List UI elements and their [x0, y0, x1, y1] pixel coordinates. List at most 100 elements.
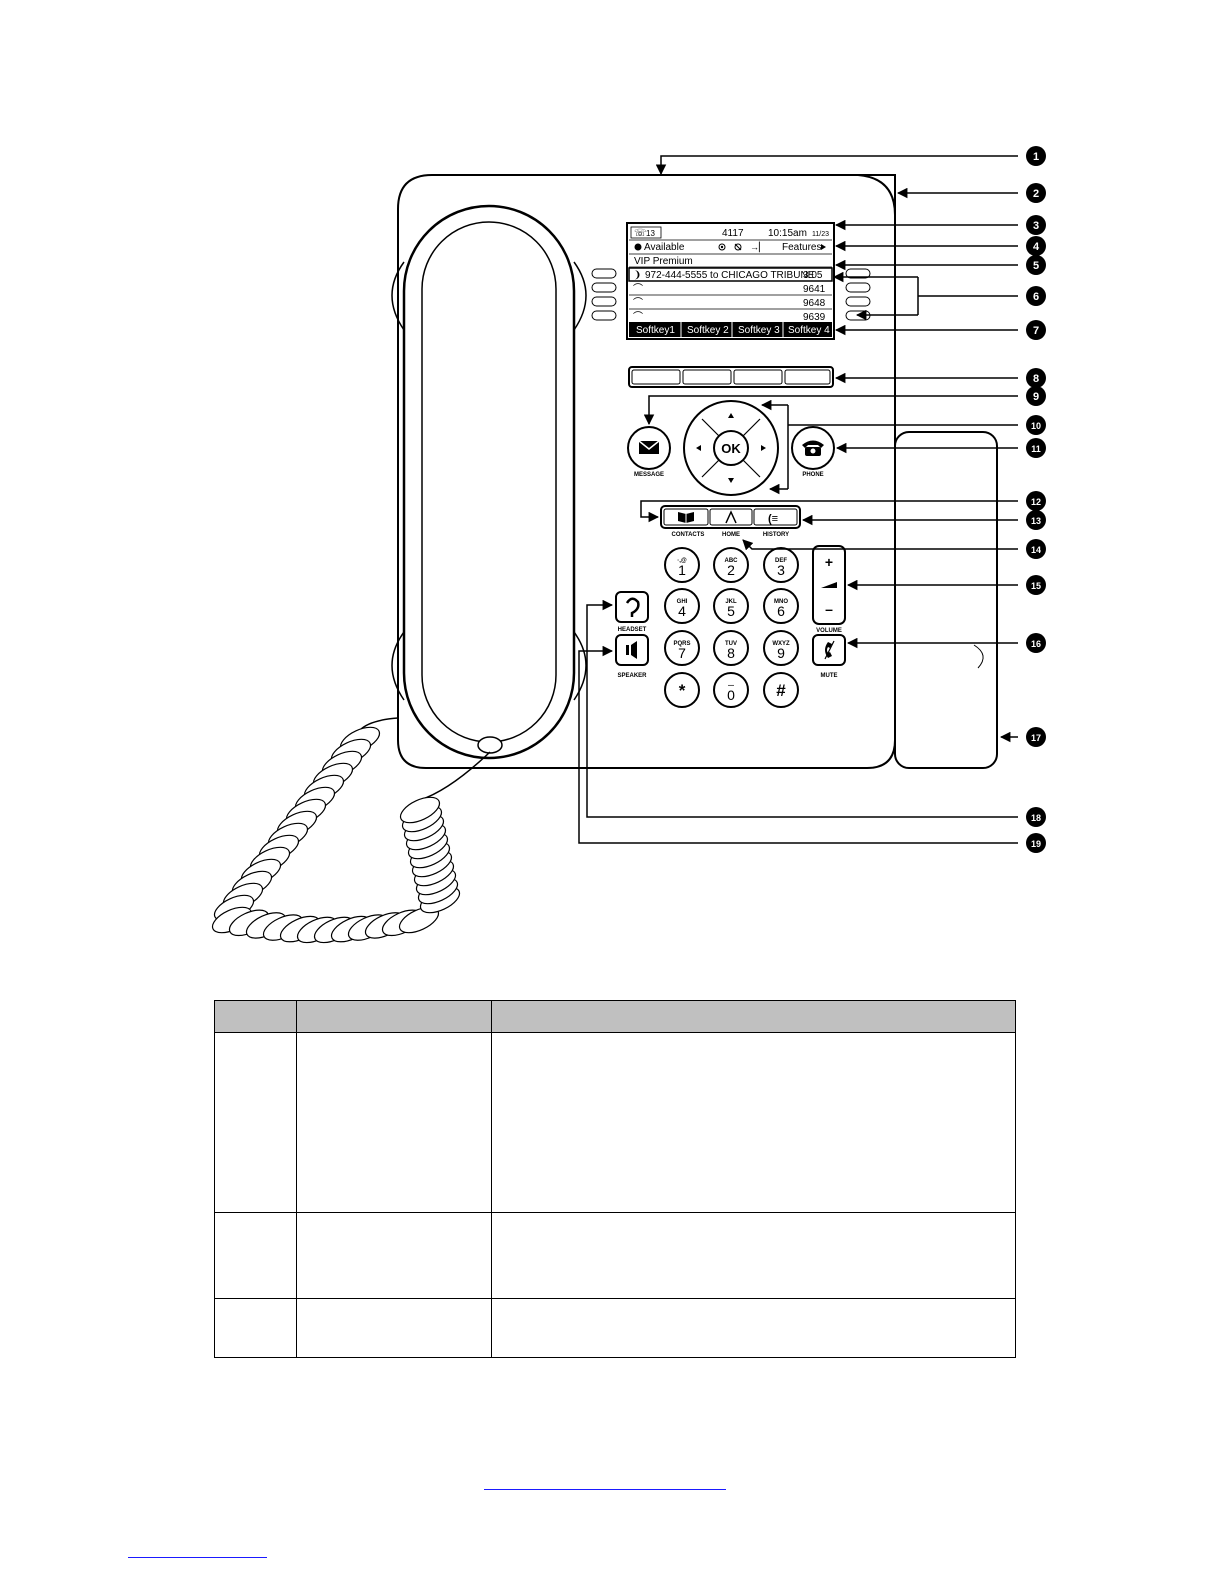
message-lamp [857, 174, 896, 216]
active-call-icon: ❩ [633, 270, 641, 281]
callout-12: 12 [1026, 491, 1046, 511]
volume-up[interactable]: + [825, 554, 833, 570]
svg-text:1: 1 [1033, 151, 1039, 163]
key-number: 9 [777, 645, 785, 661]
table-cell [214, 1212, 297, 1299]
left-line-button-1[interactable] [591, 268, 617, 279]
speaker-button[interactable]: SPEAKER [615, 634, 649, 679]
key-*[interactable]: * [664, 672, 700, 708]
left-line-button-4[interactable] [591, 310, 617, 321]
callout-18: 18 [1026, 807, 1046, 827]
line-3-number[interactable]: 9648 [803, 298, 826, 309]
softkey-button-2[interactable] [682, 369, 732, 385]
key-number: 1 [678, 562, 686, 578]
forward-icon: →▏ [750, 241, 766, 253]
svg-text:14: 14 [1031, 545, 1041, 555]
nav-up-arrow-icon[interactable] [728, 413, 734, 418]
callout-15: 15 [1026, 575, 1046, 595]
line-1-timer: 3:05 [803, 270, 823, 281]
softkey-button-3[interactable] [733, 369, 783, 385]
nav-left-arrow-icon[interactable] [696, 445, 701, 451]
history-caption: HISTORY [763, 532, 789, 538]
table-row [214, 1032, 1016, 1213]
right-line-button-3[interactable] [845, 296, 871, 307]
key-number: 4 [678, 603, 686, 619]
key-#[interactable]: # [763, 672, 799, 708]
right-line-button-2[interactable] [845, 282, 871, 293]
volume-level-icon [821, 582, 837, 588]
table-row [214, 1212, 1016, 1299]
speaker-caption: SPEAKER [617, 673, 647, 679]
callout-14: 14 [1026, 539, 1046, 559]
left-line-buttons [591, 268, 617, 321]
phone-button[interactable]: PHONE [791, 426, 835, 478]
key-number: 3 [777, 562, 785, 578]
app-buttons: (≡ CONTACTS HOME HISTORY [660, 505, 801, 538]
table-header-cell [296, 1000, 492, 1033]
callout-2: 2 [1026, 183, 1046, 203]
side-module [894, 431, 998, 769]
softkey-button-1[interactable] [631, 369, 681, 385]
nav-right-arrow-icon[interactable] [761, 445, 766, 451]
line-4-icon: ⌒ [633, 311, 643, 323]
key-letters: TUV [725, 641, 737, 647]
svg-text:18: 18 [1031, 813, 1041, 823]
callout-19: 19 [1026, 833, 1046, 853]
status-time: 10:15am [768, 228, 807, 239]
ringer-off-icon [734, 243, 742, 251]
table-cell [491, 1298, 1016, 1358]
status-extension: 4117 [722, 228, 744, 239]
key-1[interactable]: 1·,@ [664, 547, 700, 583]
history-button[interactable] [753, 508, 798, 526]
headset-icon [625, 597, 640, 617]
headset-button[interactable]: HEADSET [615, 591, 649, 633]
callout-1: 1 [1026, 146, 1046, 166]
key-number: 0 [727, 687, 735, 703]
features-label[interactable]: Features [782, 242, 821, 253]
ok-button[interactable] [713, 430, 749, 466]
callout-5: 5 [1026, 255, 1046, 275]
key-0[interactable]: 0— [713, 672, 749, 708]
left-line-button-3[interactable] [591, 296, 617, 307]
key-number: 2 [727, 562, 735, 578]
callout-4: 4 [1026, 236, 1046, 256]
svg-text:4: 4 [1033, 241, 1040, 253]
mute-button[interactable]: MUTE [812, 634, 846, 679]
phone-diagram: ☏ 13 4117 10:15am 11/23 Available →▏ Fea… [211, 146, 1046, 944]
screen-title: VIP Premium [634, 256, 693, 267]
callout-7: 7 [1026, 320, 1046, 340]
svg-text:7: 7 [1033, 325, 1039, 337]
history-icon: (≡ [768, 513, 778, 525]
svg-text:12: 12 [1031, 497, 1041, 507]
parts-table [214, 1000, 1016, 1358]
home-button[interactable] [709, 508, 753, 526]
features-arrow-icon [821, 244, 826, 250]
line-4-number[interactable]: 9639 [803, 312, 826, 323]
volume-down[interactable]: – [825, 601, 833, 617]
svg-text:17: 17 [1031, 733, 1041, 743]
line-1-label[interactable]: 972-444-5555 to CHICAGO TRIBUNE [645, 270, 815, 281]
headset-caption: HEADSET [618, 627, 647, 633]
softkey-button-4[interactable] [784, 369, 831, 385]
left-line-button-2[interactable] [591, 282, 617, 293]
message-button[interactable]: MESSAGE [627, 426, 671, 478]
volume-button[interactable]: + – VOLUME [812, 545, 846, 634]
footer-link-underline[interactable] [484, 1489, 726, 1490]
svg-text:11: 11 [1031, 444, 1041, 454]
key-letters: MNO [774, 599, 788, 605]
call-count-icon: ☏ [634, 228, 647, 239]
line-2-number[interactable]: 9641 [803, 284, 826, 295]
nav-down-arrow-icon[interactable] [728, 478, 734, 483]
table-cell [296, 1298, 492, 1358]
right-line-button-1[interactable] [845, 268, 871, 279]
footer-link-underline-2[interactable] [128, 1557, 267, 1558]
